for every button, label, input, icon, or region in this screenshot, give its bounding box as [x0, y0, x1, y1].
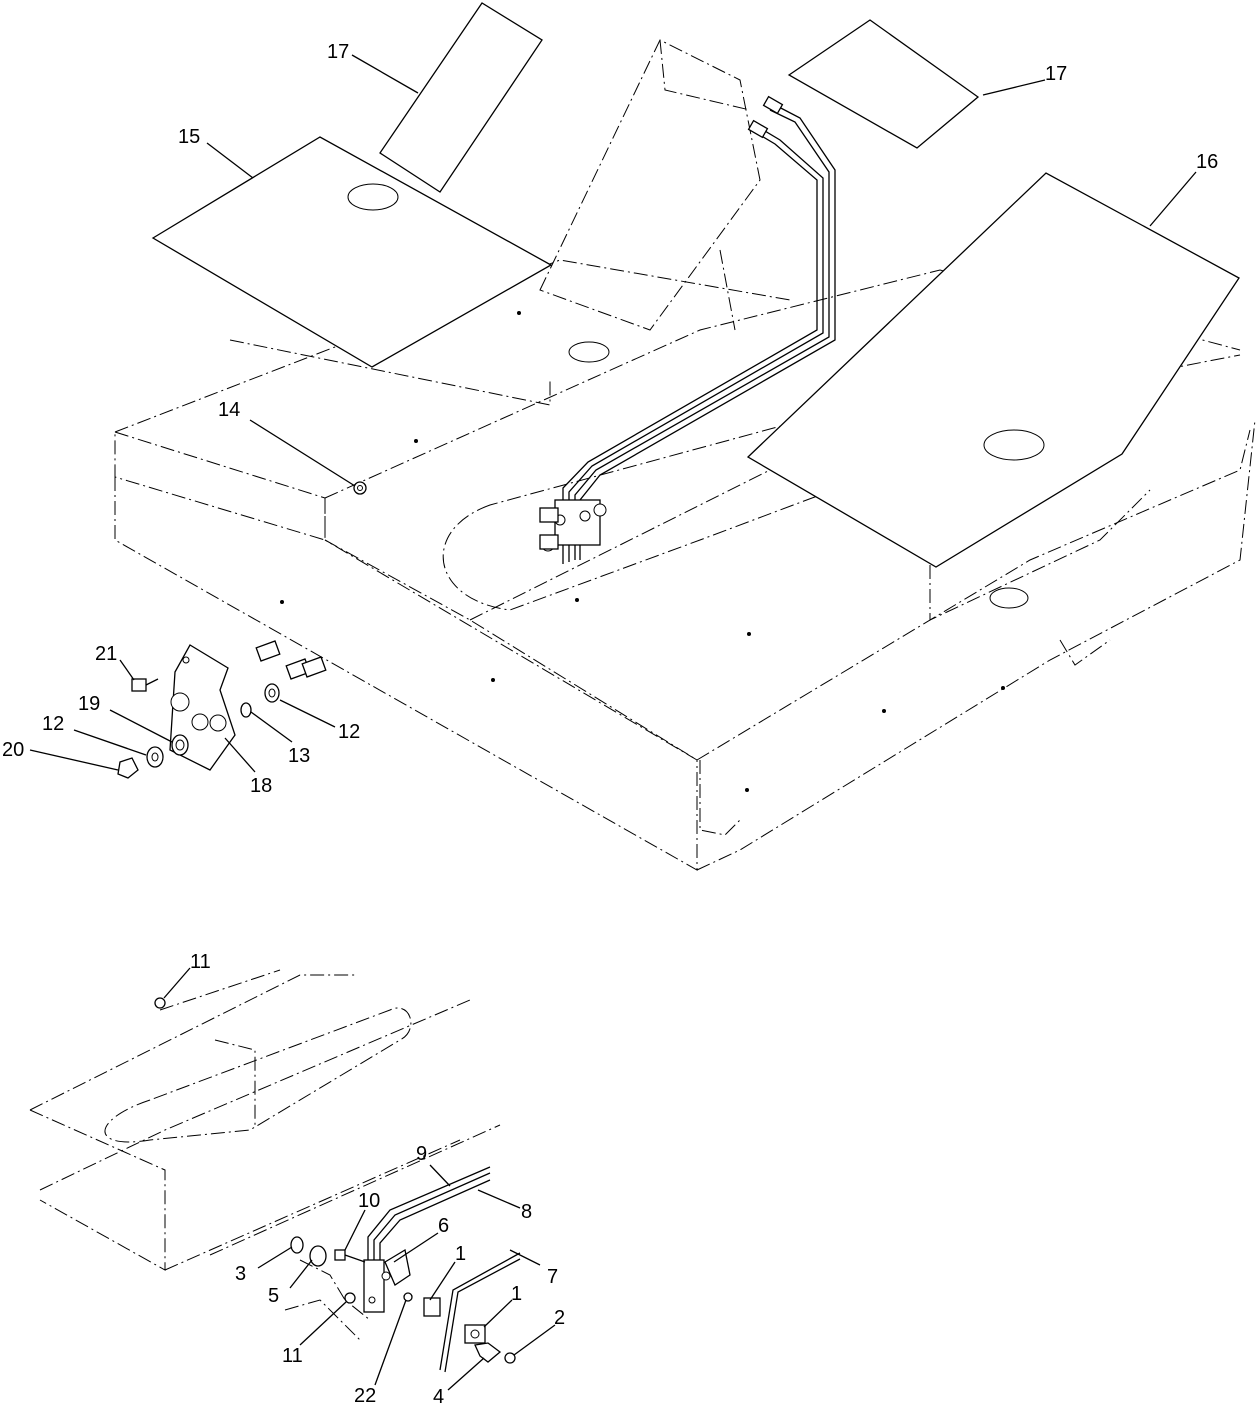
nut-2	[504, 1352, 516, 1364]
callout-1-upper: 1	[455, 1243, 466, 1265]
floor-mat-15	[151, 136, 553, 368]
clamp-6	[368, 1271, 391, 1304]
callout-labels: 17 17 15 16 14 21 19 12 20 12 13 18 11 9…	[2, 41, 1218, 1408]
callout-11-upper: 11	[190, 951, 211, 973]
callout-17-right: 17	[1045, 63, 1067, 85]
spacer-5	[309, 1245, 327, 1267]
callout-4: 4	[433, 1386, 444, 1408]
callout-22: 22	[354, 1385, 376, 1407]
bolt-10	[334, 1249, 366, 1263]
oring-22	[403, 1292, 413, 1302]
callout-11-lower: 11	[282, 1345, 303, 1367]
clamp-1-upper	[423, 1297, 441, 1317]
bolt-21	[131, 678, 159, 692]
fittings-upper	[255, 640, 327, 680]
callout-2: 2	[554, 1307, 565, 1329]
callout-6: 6	[438, 1215, 449, 1237]
frame-phantom-lower	[29, 969, 501, 1341]
clamp-1-lower	[464, 1324, 486, 1344]
callout-7: 7	[547, 1266, 558, 1288]
callout-20: 20	[2, 739, 24, 761]
bracket-4	[474, 1342, 502, 1363]
washer-13	[240, 702, 252, 718]
callout-12-left: 12	[42, 713, 64, 735]
callout-18: 18	[250, 775, 272, 797]
washer-12-right	[264, 683, 280, 703]
callout-15: 15	[178, 126, 200, 148]
callout-3: 3	[235, 1263, 246, 1285]
callout-5: 5	[268, 1285, 279, 1307]
nut-14	[353, 481, 367, 495]
callout-16: 16	[1196, 151, 1218, 173]
hydraulic-tubes-upper	[539, 95, 836, 564]
nut-20	[117, 757, 139, 779]
callout-19: 19	[78, 693, 100, 715]
grommet-19	[171, 734, 189, 756]
callout-9: 9	[416, 1143, 427, 1165]
mat-strip-17-left	[379, 2, 543, 193]
mat-strip-17-right	[787, 19, 980, 149]
callout-13: 13	[288, 745, 310, 767]
frame-fastener-dots	[280, 311, 1005, 792]
callout-12-right: 12	[338, 721, 360, 743]
washer-12-left	[146, 746, 164, 768]
nut-11-upper	[154, 997, 166, 1009]
nut-11-lower	[344, 1292, 356, 1304]
callout-8: 8	[521, 1201, 532, 1223]
callout-10: 10	[358, 1190, 380, 1212]
callout-17-left: 17	[327, 41, 349, 63]
hydraulic-tubes-lower	[363, 1166, 521, 1373]
floor-mat-16	[746, 172, 1240, 568]
spacer-3	[290, 1236, 304, 1254]
callout-14: 14	[218, 399, 240, 421]
leader-lines	[29, 54, 1197, 1391]
frame-hole-right	[989, 587, 1029, 609]
callout-1-lower: 1	[511, 1283, 522, 1305]
callout-21: 21	[95, 643, 117, 665]
frame-hole-center	[568, 341, 610, 363]
